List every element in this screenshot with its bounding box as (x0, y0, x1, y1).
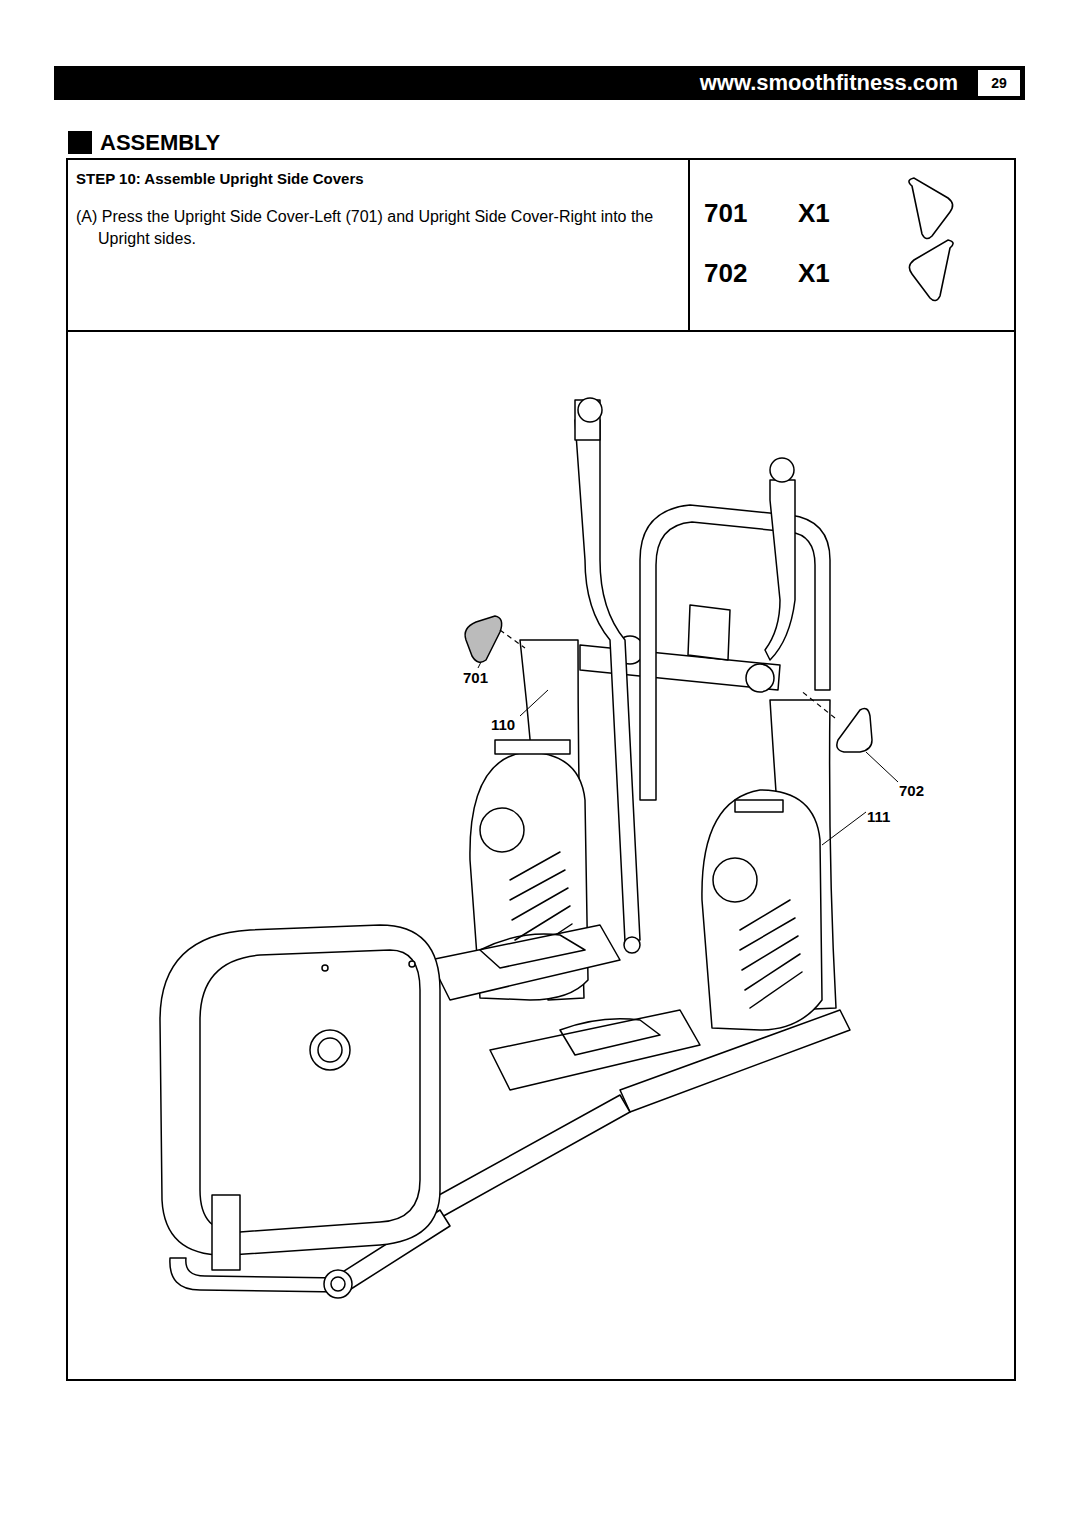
leader-line (822, 812, 866, 845)
part-number: 701 (704, 198, 747, 229)
part-number: 702 (704, 258, 747, 289)
leader-line (866, 752, 898, 782)
leader-line (478, 662, 481, 668)
illustration-frame (67, 331, 1015, 1380)
page-number: 29 (978, 70, 1020, 96)
instruction-box: STEP 10: Assemble Upright Side Covers (A)… (66, 158, 690, 332)
callout-number: 110 (490, 716, 516, 733)
callout-number: 701 (462, 669, 489, 686)
part-quantity: X1 (798, 198, 830, 229)
assembly-line (800, 690, 835, 718)
part-icon (909, 240, 953, 301)
assembly-line (500, 630, 525, 648)
step-heading: STEP 10: Assemble Upright Side Covers (76, 170, 364, 187)
heading-square (68, 131, 92, 154)
callout-number: 111 (866, 808, 891, 825)
callout-number: 702 (898, 782, 925, 799)
page-number-box: 29 (978, 70, 1020, 96)
parts-box: 701X1702X1 (688, 158, 1016, 332)
website-url: www.smoothfitness.com (700, 70, 958, 96)
section-heading: ASSEMBLY (100, 130, 220, 156)
header-bar: www.smoothfitness.com 29 (54, 66, 1025, 100)
part-quantity: X1 (798, 258, 830, 289)
step-instruction: (A) Press the Upright Side Cover-Left (7… (76, 206, 676, 250)
elliptical-trainer (160, 398, 872, 1298)
leader-line (520, 690, 548, 716)
part-icon (909, 178, 953, 239)
